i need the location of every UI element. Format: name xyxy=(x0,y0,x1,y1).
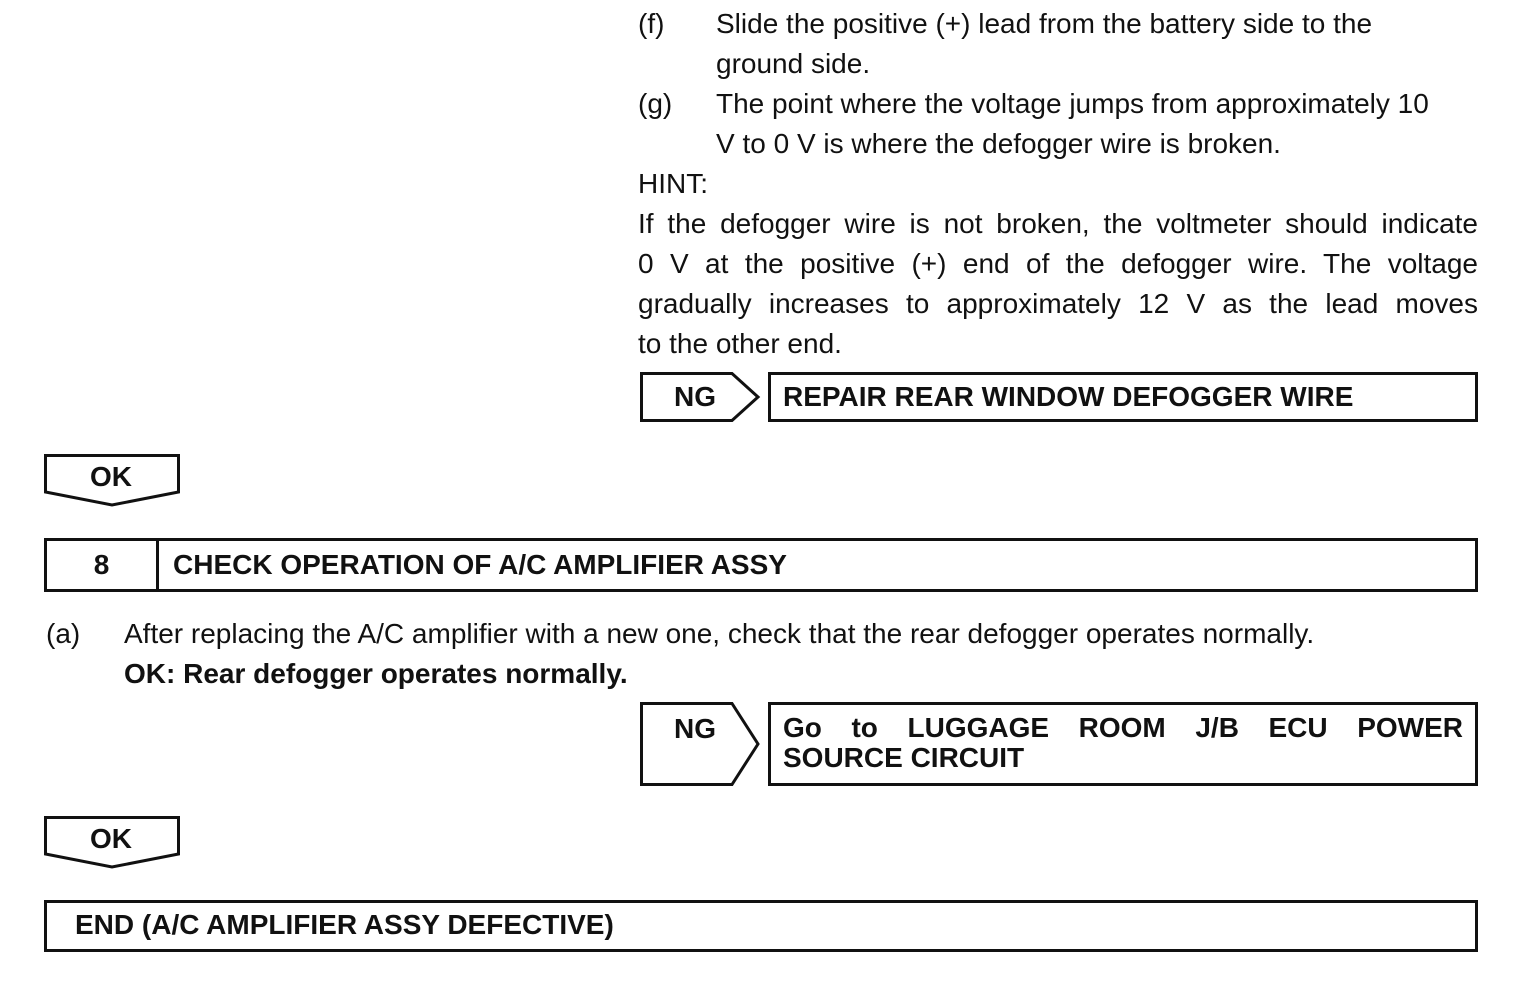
ok-arrow-shape xyxy=(44,816,180,869)
ng-action-repair: REPAIR REAR WINDOW DEFOGGER WIRE xyxy=(768,372,1478,422)
ok-label: OK xyxy=(90,461,132,492)
hint-label: HINT: xyxy=(638,168,708,199)
step-f-label: (f) xyxy=(638,8,665,39)
ng-branch-1: NG REPAIR REAR WINDOW DEFOGGER WIRE xyxy=(640,372,1478,422)
ng-action-line2: SOURCE CIRCUIT xyxy=(783,742,1025,773)
hint-line: If the defogger wire is not broken, the … xyxy=(638,208,1478,239)
ok-branch-2: OK xyxy=(44,816,184,870)
hint-line: 0 V at the positive (+) end of the defog… xyxy=(638,248,1478,279)
step-a-label: (a) xyxy=(46,618,81,649)
step-g-label: (g) xyxy=(638,88,673,119)
step-f-line1: Slide the positive (+) lead from the bat… xyxy=(716,8,1373,39)
ng-action-line1: Go to LUGGAGE ROOM J/B ECU POWER xyxy=(783,712,1463,743)
ng-arrow-shape xyxy=(640,372,761,422)
ng-arrow-shape xyxy=(640,702,760,786)
ok-branch-1: OK xyxy=(44,454,184,508)
step-title: CHECK OPERATION OF A/C AMPLIFIER ASSY xyxy=(173,549,787,580)
ng-label: NG xyxy=(674,713,716,744)
ok-arrow-shape xyxy=(44,454,180,507)
ng-label: NG xyxy=(674,381,716,412)
ng-branch-2: NG Go to LUGGAGE ROOM J/B ECU POWER SOUR… xyxy=(640,702,1478,786)
step-8-header: 8 CHECK OPERATION OF A/C AMPLIFIER ASSY xyxy=(44,538,1478,592)
ok-label: OK xyxy=(90,823,132,854)
ng-action-goto: Go to LUGGAGE ROOM J/B ECU POWER SOURCE … xyxy=(768,702,1478,786)
hint-line: to the other end. xyxy=(638,328,842,359)
step-f-line2: ground side. xyxy=(716,48,871,79)
end-box: END (A/C AMPLIFIER ASSY DEFECTIVE) xyxy=(44,900,1478,952)
step-a-text: After replacing the A/C amplifier with a… xyxy=(124,618,1315,649)
hint-line: gradually increases to approximately 12 … xyxy=(638,288,1478,319)
step-g-line1: The point where the voltage jumps from a… xyxy=(716,88,1429,119)
step-a-ok-criteria: OK: Rear defogger operates normally. xyxy=(124,658,628,689)
step-number: 8 xyxy=(47,541,159,589)
hint-text: If the defogger wire is not broken, the … xyxy=(638,204,1478,364)
step-g-line2: V to 0 V is where the defogger wire is b… xyxy=(716,128,1281,159)
